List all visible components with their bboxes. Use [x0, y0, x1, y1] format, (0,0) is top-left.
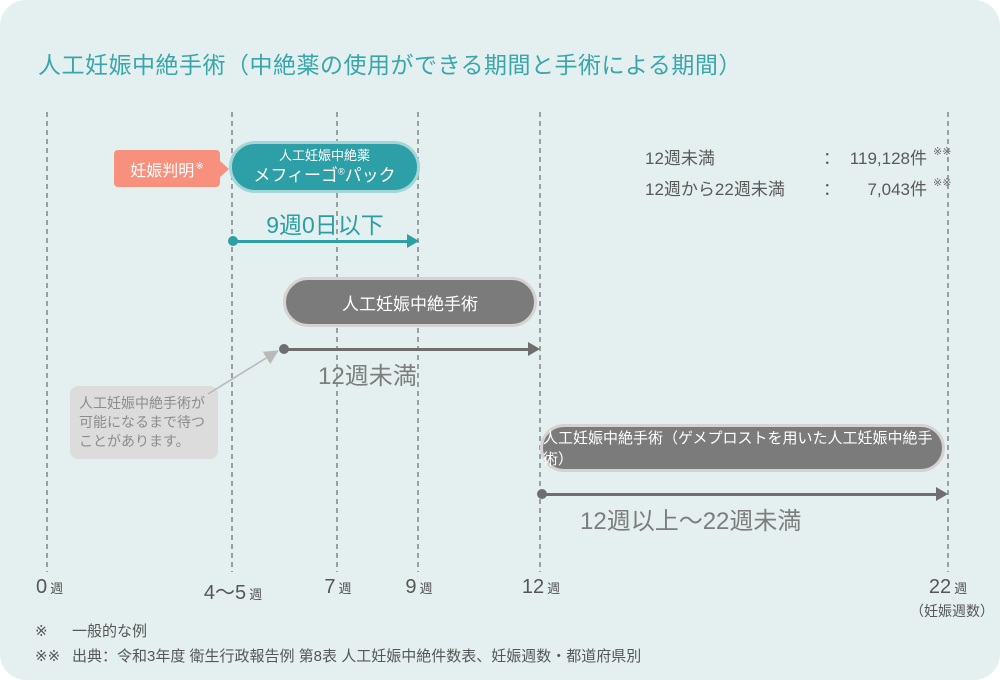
- surgery2-period-label: 12週以上～22週未満: [580, 508, 802, 535]
- guide-line-week-9: [417, 112, 419, 572]
- surgery-pill-under-12-weeks: 人工妊娠中絶手術: [283, 277, 537, 327]
- stat-value: 7,043件: [867, 180, 927, 199]
- footnote-text: 一般的な例: [72, 623, 148, 640]
- surgery-pill-1-label: 人工妊娠中絶手術: [342, 294, 478, 314]
- surgery1-period-label: 12週未満: [318, 363, 417, 390]
- stat-row-under-12-weeks: 12週未満 ： 119,128件 ※※: [645, 141, 963, 172]
- callout-pointer-icon: [219, 159, 229, 178]
- footnote-mark: ※: [35, 623, 48, 640]
- medication-pill-line2: メフィーゴ®パック: [253, 165, 396, 185]
- medication-arrow-line: [233, 239, 408, 243]
- footnote-mark: ※※: [35, 648, 61, 665]
- surgery1-arrowhead-icon: [528, 342, 540, 356]
- axis-unit-caption: （妊娠週数）: [910, 603, 994, 619]
- stat-colon: ：: [823, 180, 840, 199]
- surgery1-arrow-line: [284, 347, 529, 351]
- medication-period-label: 9週0日以下: [266, 212, 384, 238]
- page-title: 人工妊娠中絶手術（中絶薬の使用ができる期間と手術による期間）: [38, 52, 742, 78]
- registered-mark: ®: [338, 165, 345, 176]
- medication-arrowhead-icon: [407, 234, 419, 248]
- guide-line-week-4-5: [231, 112, 233, 572]
- surgery2-arrow-line: [542, 492, 936, 496]
- surgery-pill-2-label: 人工妊娠中絶手術（ゲメプロストを用いた人工妊娠中絶手術）: [543, 430, 933, 468]
- guide-line-week-12: [539, 112, 541, 572]
- stat-colon: ：: [823, 149, 840, 168]
- stat-footnote-mark: ※※: [933, 177, 952, 189]
- footnote-mark: ※: [195, 161, 204, 173]
- case-count-stats: 12週未満 ： 119,128件 ※※ 12週から22週未満 ： 7,043件 …: [645, 141, 963, 203]
- stat-label: 12週から22週未満: [645, 180, 785, 199]
- stat-footnote-mark: ※※: [933, 146, 952, 158]
- note-pointer-arrow: [207, 350, 279, 395]
- guide-line-week-7: [336, 112, 338, 572]
- footnote-text: 出典：令和3年度 衛生行政報告例 第8表 人工妊娠中絶件数表、妊娠週数・都道府県…: [72, 648, 642, 665]
- abortion-medication-pill: 人工妊娠中絶薬 メフィーゴ®パック: [229, 141, 420, 193]
- guide-line-week-0: [46, 112, 48, 572]
- surgery2-arrowhead-icon: [936, 487, 948, 501]
- medication-pill-line1: 人工妊娠中絶薬: [278, 148, 370, 164]
- guide-line-week-22: [947, 112, 949, 572]
- surgery-pill-12-to-22-weeks: 人工妊娠中絶手術（ゲメプロストを用いた人工妊娠中絶手術）: [540, 424, 945, 472]
- stat-row-12-to-22-weeks: 12週から22週未満 ： 7,043件 ※※: [645, 172, 963, 203]
- pregnancy-confirmed-label: 妊娠判明※: [130, 161, 204, 180]
- waiting-note: 人工妊娠中絶手術が可能になるまで待つことがあります。: [70, 386, 218, 459]
- stat-label: 12週未満: [645, 149, 715, 168]
- pregnancy-confirmed-callout: 妊娠判明※: [114, 150, 229, 187]
- footnote-general-example: ※ 一般的な例: [35, 620, 147, 641]
- stat-value: 119,128件: [849, 149, 927, 168]
- footnote-source: ※※ 出典：令和3年度 衛生行政報告例 第8表 人工妊娠中絶件数表、妊娠週数・都道…: [35, 645, 641, 666]
